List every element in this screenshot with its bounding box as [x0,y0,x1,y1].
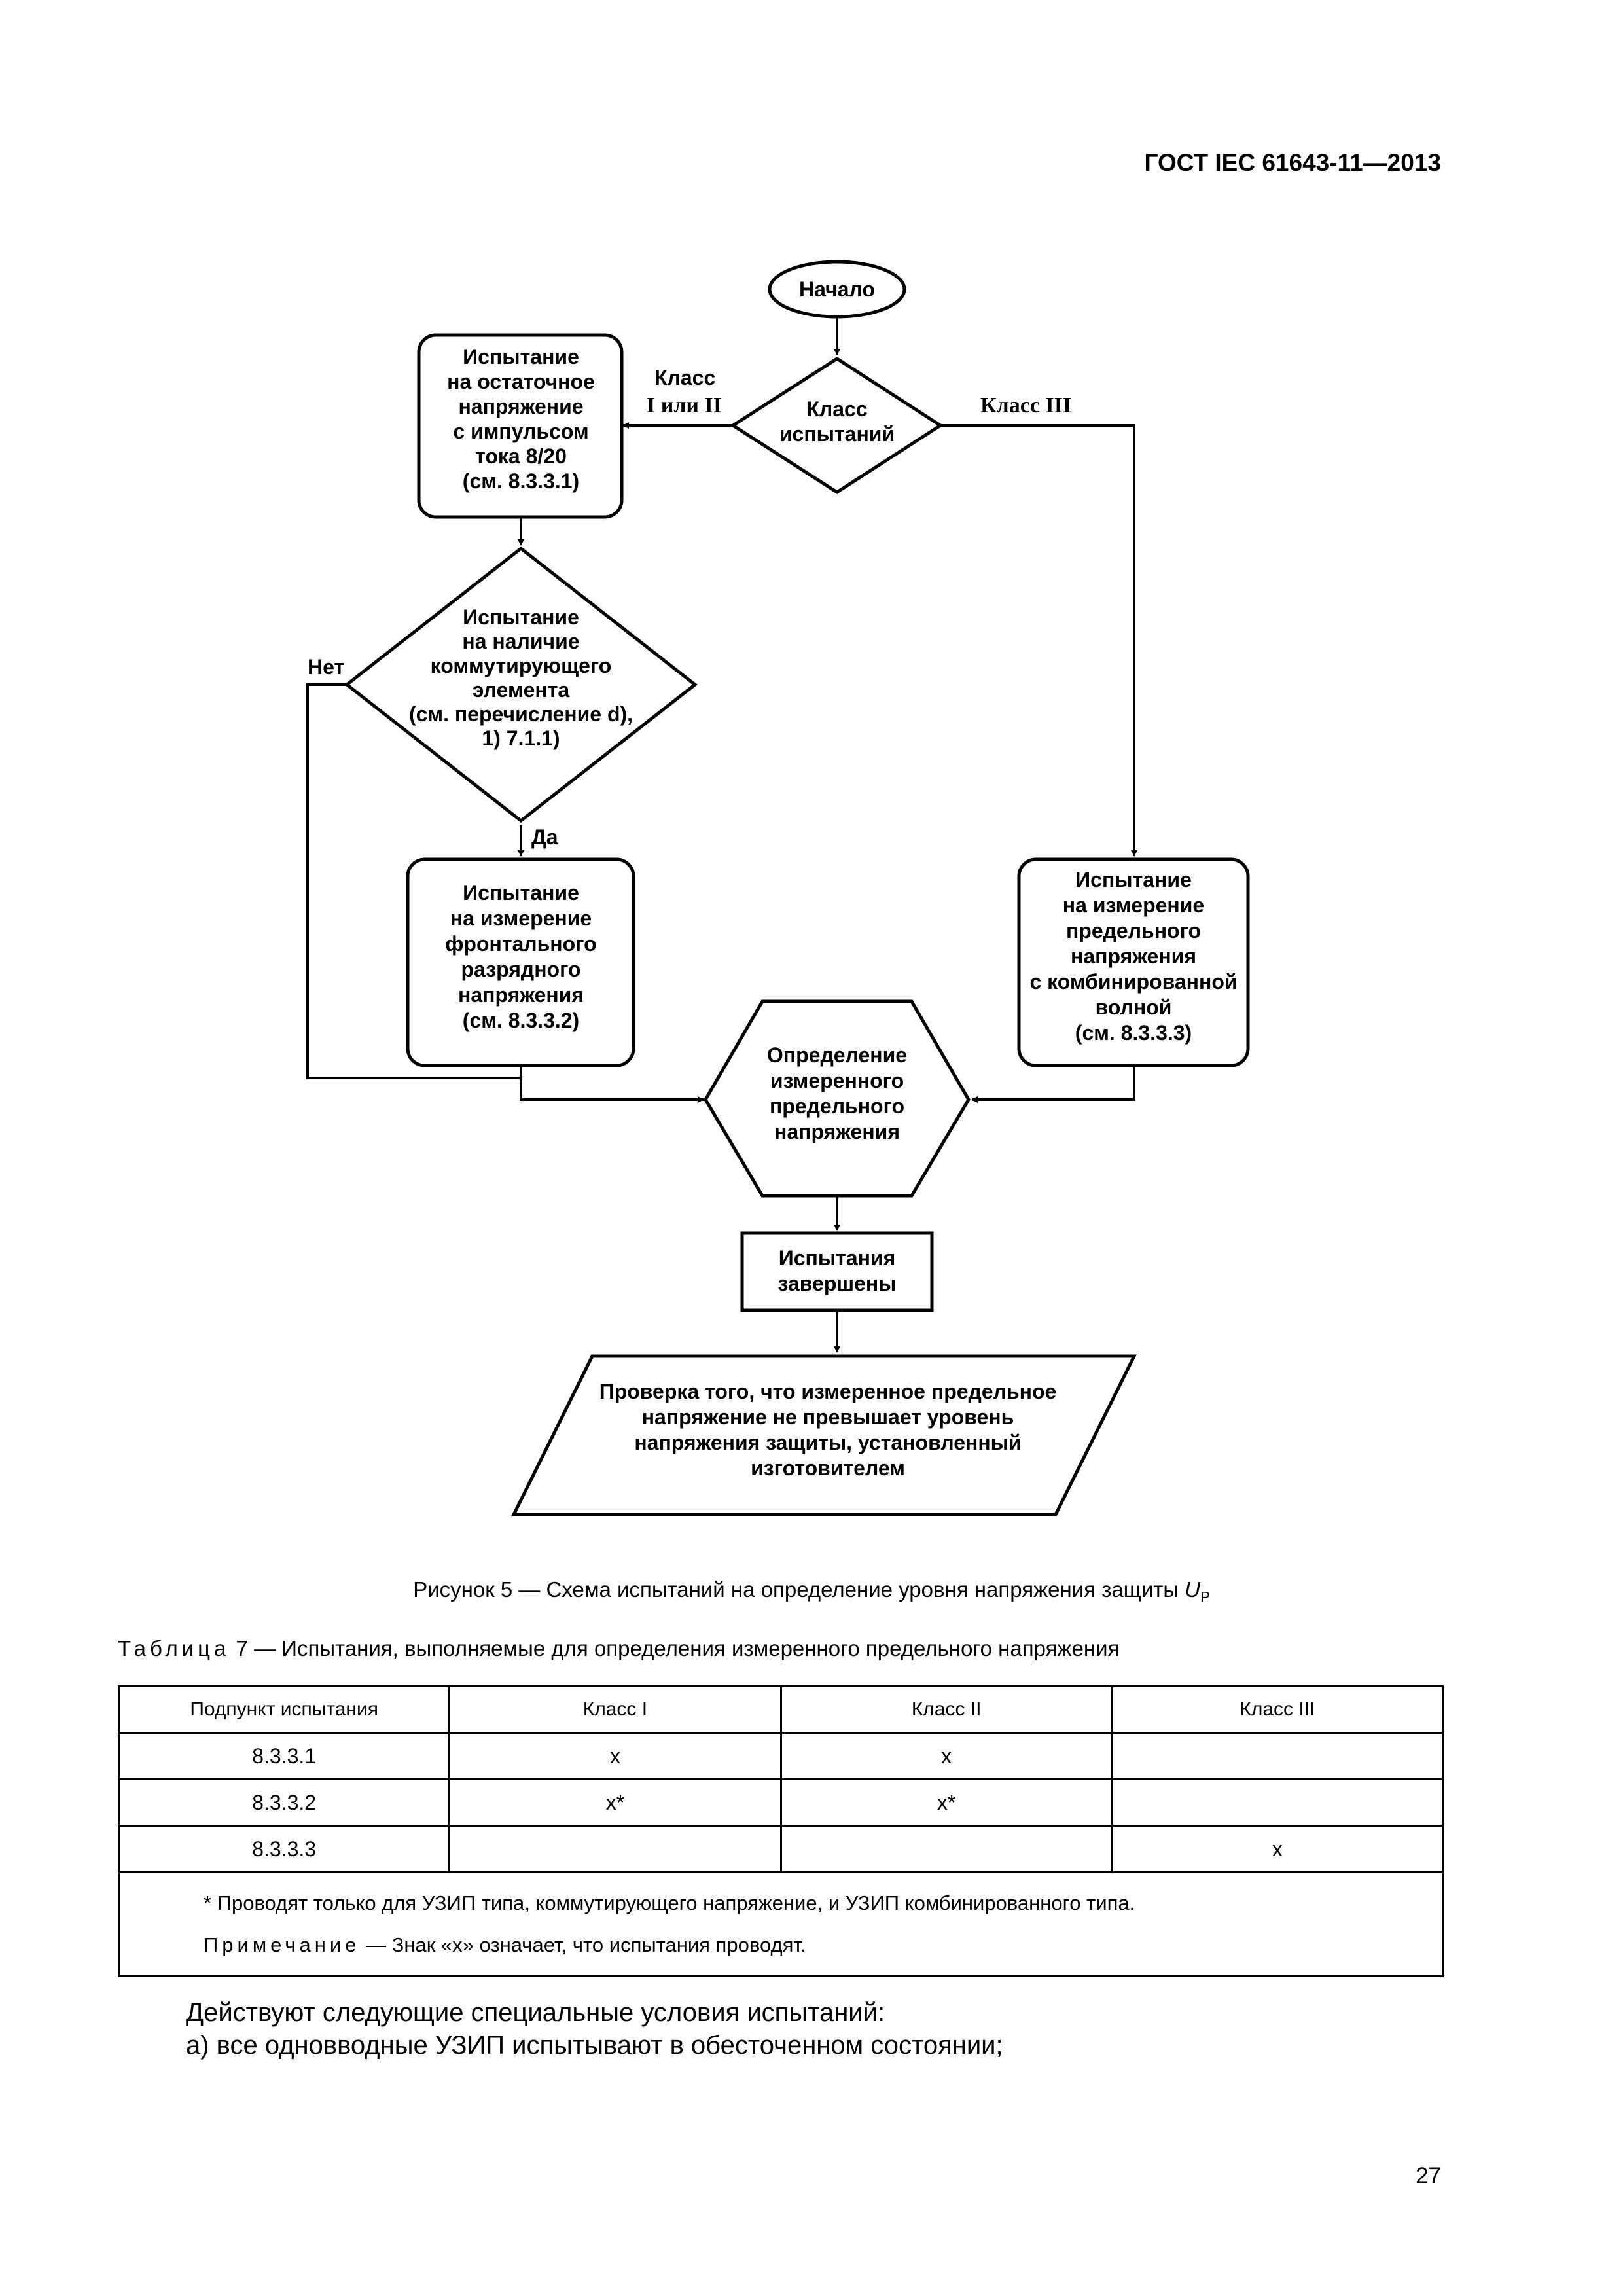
table-cell: 8.3.3.2 [117,1778,451,1827]
determine-hexagon [704,999,971,1198]
combined-line-6: волной [1096,996,1172,1019]
table-cell: x* [779,1778,1113,1827]
table-header-row: Подпункт испытания Класс I Класс II Клас… [117,1685,1444,1734]
tests-complete-box [740,1231,934,1312]
residual-line-4: с импульсом [453,420,588,443]
arrow-combined-to-determine [971,1067,1135,1103]
sparkover-line-3: фронтального [445,932,596,956]
label-class-3: Класс III [980,393,1071,418]
residual-line-1: Испытание [463,345,579,368]
combined-line-2: на измерение [1063,893,1204,917]
note-text: — Знак «x» означает, что испытания прово… [360,1933,806,1956]
determine-line-1: Определение [767,1043,907,1067]
residual-line-2: на остаточное [447,370,595,393]
table-cell: x [779,1732,1113,1780]
verify-line-4: изготовителем [751,1456,905,1480]
table-title: Таблица 7 — Испытания, выполняемые для о… [118,1636,1119,1661]
table-note: Примечание — Знак «x» означает, что испы… [204,1924,1442,1966]
switching-line-5: (см. перечисление d), [409,702,633,726]
test-flowchart: Начало Класс испытаний Класс I или II Кл… [306,260,1250,1516]
sparkover-line-1: Испытание [463,881,579,905]
verify-line-3: напряжения защиты, установленный [634,1431,1021,1454]
label-class-1-2-line-2: I или II [647,393,722,418]
combined-line-1: Испытание [1075,868,1192,891]
page-number: 27 [1416,2163,1441,2189]
switching-line-1: Испытание [463,605,579,629]
class-decision-line-2: испытаний [779,422,895,446]
figure-caption-subscript: P [1200,1588,1210,1605]
residual-line-6: (см. 8.3.3.1) [463,469,579,493]
determine-line-3: предельного [770,1094,904,1118]
determine-line-4: напряжения [774,1120,900,1143]
combined-line-3: предельного [1066,919,1201,942]
sparkover-line-2: на измерение [450,906,592,930]
table-row: 8.3.3.1 x x [117,1732,1444,1780]
verify-line-2: напряжение не превышает уровень [642,1405,1014,1429]
body-line-2: a) все одновводные УЗИП испытывают в обе… [186,2031,1003,2060]
table-cell: x [1111,1825,1444,1873]
combined-wave-box [1017,857,1250,1067]
header-class-3: Класс III [1111,1685,1444,1734]
header-class-2: Класс II [779,1685,1113,1734]
class-decision [730,357,944,494]
connectors [306,317,1137,1353]
table-cell [448,1825,782,1873]
switching-line-3: коммутирующего [431,654,612,677]
table-notes: * Проводят только для УЗИП типа, коммути… [118,1871,1444,1977]
document-header: ГОСТ IEC 61643-11—2013 [1144,149,1441,176]
switching-line-6: 1) 7.1.1) [482,726,560,750]
header-subclause: Подпункт испытания [117,1685,451,1734]
figure-caption-text: Рисунок 5 — Схема испытаний на определен… [413,1577,1179,1602]
verify-parallelogram [510,1354,1137,1516]
table-footnote: * Проводят только для УЗИП типа, коммути… [204,1892,1135,1914]
table-row: 8.3.3.3 x [117,1825,1444,1873]
table-cell [1111,1778,1444,1827]
body-line-1: Действуют следующие специальные условия … [186,1998,885,2027]
complete-line-2: завершены [778,1272,897,1295]
sparkover-line-6: (см. 8.3.3.2) [463,1009,579,1032]
switching-line-4: элемента [473,678,570,702]
switching-line-2: на наличие [462,630,579,653]
start-label: Начало [799,278,875,301]
determine-line-2: измеренного [770,1069,904,1092]
complete-line-1: Испытания [779,1246,896,1270]
table-title-text: 7 — Испытания, выполняемые для определен… [230,1636,1120,1660]
sparkover-line-4: разрядного [461,958,580,981]
arrow-sparkover-to-determine [520,1067,704,1103]
label-class-1-2-line-1: Класс [654,366,715,389]
table-cell [1111,1732,1444,1780]
combined-line-7: (см. 8.3.3.3) [1075,1021,1192,1045]
sparkover-box [406,857,635,1067]
table-cell [779,1825,1113,1873]
table-row: 8.3.3.2 x* x* [117,1778,1444,1827]
table-cell: x [448,1732,782,1780]
table-cell: x* [448,1778,782,1827]
switching-element-decision [344,546,698,823]
combined-line-4: напряжения [1071,944,1196,968]
start-terminal [768,260,906,319]
table-title-prefix: Таблица [118,1636,230,1660]
label-yes: Да [531,825,558,849]
sparkover-line-5: напряжения [458,983,584,1007]
note-label: Примечание [204,1933,361,1956]
combined-line-5: с комбинированной [1029,970,1237,994]
table-cell: 8.3.3.3 [117,1825,451,1873]
residual-line-5: тока 8/20 [475,444,567,468]
figure-caption-symbol: U [1185,1577,1201,1602]
verify-line-1: Проверка того, что измеренное предельное [599,1380,1057,1403]
figure-caption: Рисунок 5 — Схема испытаний на определен… [0,1577,1623,1606]
label-no: Нет [308,655,344,679]
tests-table: Подпункт испытания Класс I Класс II Клас… [117,1685,1444,1977]
table-cell: 8.3.3.1 [117,1732,451,1780]
arrow-class-to-combined [940,424,1137,857]
body-text: Действуют следующие специальные условия … [186,1996,1003,2062]
header-class-1: Класс I [448,1685,782,1734]
table-notes-row: * Проводят только для УЗИП типа, коммути… [118,1871,1444,1977]
residual-voltage-box [417,333,624,519]
class-decision-line-1: Класс [806,397,867,421]
residual-line-3: напряжение [458,395,583,418]
